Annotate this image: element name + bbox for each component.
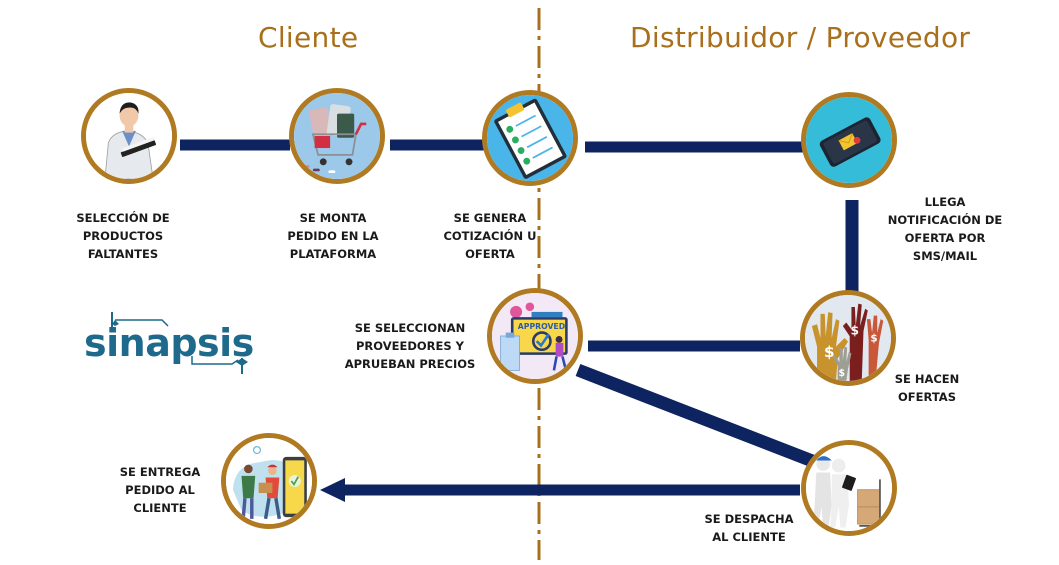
step-despacho-label: SE DESPACHA AL CLIENTE bbox=[694, 510, 804, 546]
heading-client: Cliente bbox=[258, 21, 359, 54]
label-line: PRODUCTOS bbox=[82, 229, 164, 243]
sinapsis-logo: sinapsis bbox=[82, 306, 278, 376]
step-seleccion-node bbox=[81, 88, 177, 184]
label-line: SE HACEN bbox=[894, 372, 960, 386]
label-line: PLATAFORMA bbox=[289, 247, 377, 261]
delivery-boxes-icon bbox=[806, 445, 892, 531]
svg-text:$: $ bbox=[824, 343, 835, 361]
label-line: PEDIDO AL bbox=[125, 483, 195, 497]
sinapsis-logo-graphic: sinapsis bbox=[84, 312, 254, 374]
step-entrega-node bbox=[221, 433, 317, 529]
label-line: AL CLIENTE bbox=[712, 530, 786, 544]
step-notificacion-node bbox=[801, 92, 897, 188]
step-ofertas-label: SE HACEN OFERTAS bbox=[882, 370, 972, 406]
label-line: LLEGA bbox=[924, 195, 966, 209]
step-pedido-label: SE MONTA PEDIDO EN LA PLATAFORMA bbox=[263, 209, 403, 263]
step-ofertas-node: $ $ $ $ bbox=[800, 290, 896, 386]
step-pedido-node bbox=[289, 88, 385, 184]
svg-text:$: $ bbox=[839, 368, 846, 379]
label-line: OFERTA POR bbox=[904, 231, 986, 245]
label-line: SE ENTREGA bbox=[119, 465, 201, 479]
step-cotizacion-label: SE GENERA COTIZACIÓN U OFERTA bbox=[425, 209, 555, 263]
shopping-cart-pills-icon bbox=[294, 93, 380, 179]
arrow-head bbox=[320, 478, 345, 502]
heading-provider: Distribuidor / Proveedor bbox=[630, 21, 971, 54]
label-line: FALTANTES bbox=[87, 247, 159, 261]
label-line: OFERTAS bbox=[898, 390, 956, 404]
svg-text:$: $ bbox=[851, 324, 859, 338]
step-despacho-node bbox=[801, 440, 897, 536]
courier-handover-icon bbox=[226, 438, 312, 524]
step-entrega-label: SE ENTREGA PEDIDO AL CLIENTE bbox=[105, 463, 215, 517]
doctor-clipboard-icon bbox=[86, 93, 172, 179]
label-line: PROVEEDORES Y bbox=[355, 339, 464, 353]
phone-email-notification-icon bbox=[806, 97, 892, 183]
step-cotizacion-node bbox=[482, 90, 578, 186]
label-line: SE GENERA bbox=[453, 211, 527, 225]
hands-dollar-icon: $ $ $ $ bbox=[805, 295, 891, 381]
logo-text: sinapsis bbox=[84, 321, 254, 365]
label-line: COTIZACIÓN U bbox=[443, 229, 537, 243]
label-line: CLIENTE bbox=[133, 501, 187, 515]
label-line: PEDIDO EN LA bbox=[287, 229, 379, 243]
step-seleccion-label: SELECCIÓN DE PRODUCTOS FALTANTES bbox=[48, 209, 198, 263]
label-line: SE SELECCIONAN bbox=[354, 321, 466, 335]
step-notificacion-label: LLEGA NOTIFICACIÓN DE OFERTA POR SMS/MAI… bbox=[880, 193, 1010, 265]
step-aprobacion-node: APPROVED bbox=[487, 288, 583, 384]
svg-text:$: $ bbox=[870, 332, 877, 344]
label-line: NOTIFICACIÓN DE bbox=[887, 213, 1003, 227]
label-line: SE DESPACHA bbox=[704, 512, 794, 526]
svg-text:APPROVED: APPROVED bbox=[518, 322, 566, 331]
label-line: SE MONTA bbox=[299, 211, 367, 225]
label-line: SELECCIÓN DE bbox=[76, 211, 170, 225]
connector-6-7 bbox=[575, 363, 818, 469]
checklist-clipboard-icon bbox=[487, 95, 573, 181]
label-line: APRUEBAN PRECIOS bbox=[344, 357, 476, 371]
step-aprobacion-label: SE SELECCIONAN PROVEEDORES Y APRUEBAN PR… bbox=[340, 319, 480, 373]
label-line: SMS/MAIL bbox=[912, 249, 978, 263]
label-line: OFERTA bbox=[465, 247, 515, 261]
approved-monitor-icon: APPROVED bbox=[492, 293, 578, 379]
